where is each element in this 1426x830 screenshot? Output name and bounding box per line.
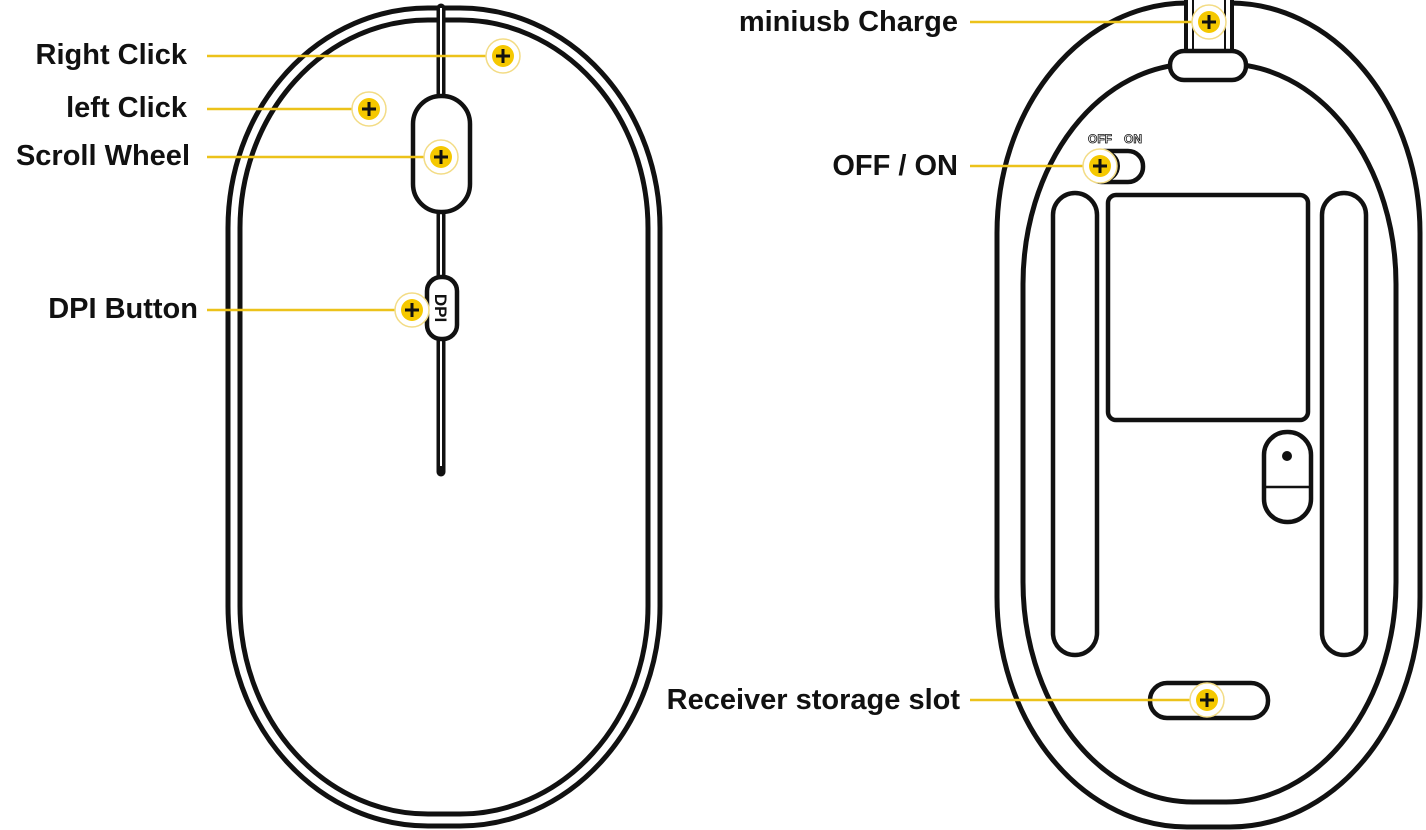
miniusb-marker-icon xyxy=(1190,3,1228,41)
sensor-dot xyxy=(1282,451,1292,461)
switch-off-label: OFF xyxy=(1088,132,1112,146)
sensor-panel xyxy=(1105,192,1311,423)
right-click-label: Right Click xyxy=(36,39,188,71)
dpi-marker-icon xyxy=(393,291,431,329)
off-on-marker-icon xyxy=(1081,147,1119,185)
mouse-top-view: DPI Right Click left Click Scroll Wheel … xyxy=(16,3,663,829)
left-foot-pad xyxy=(1050,190,1100,658)
scroll-wheel-marker-icon xyxy=(422,138,460,176)
dpi-button-text: DPI xyxy=(431,294,450,322)
left-click-marker-icon xyxy=(350,90,388,128)
miniusb-charge-label: miniusb Charge xyxy=(739,6,958,38)
mouse-bottom-view: OFF ON miniusb Charge OFF / ON Receiver … xyxy=(667,0,1423,830)
off-on-label: OFF / ON xyxy=(832,150,958,182)
receiver-slot-label: Receiver storage slot xyxy=(667,684,961,716)
usb-port xyxy=(1167,48,1249,83)
right-foot-pad xyxy=(1319,190,1369,658)
switch-on-label: ON xyxy=(1124,132,1142,146)
receiver-marker-icon xyxy=(1188,681,1226,719)
scroll-wheel-label: Scroll Wheel xyxy=(16,140,190,172)
right-click-marker-icon xyxy=(484,37,522,75)
sensor-button xyxy=(1261,429,1314,525)
dpi-button-label: DPI Button xyxy=(48,293,198,325)
left-click-label: left Click xyxy=(66,92,188,124)
